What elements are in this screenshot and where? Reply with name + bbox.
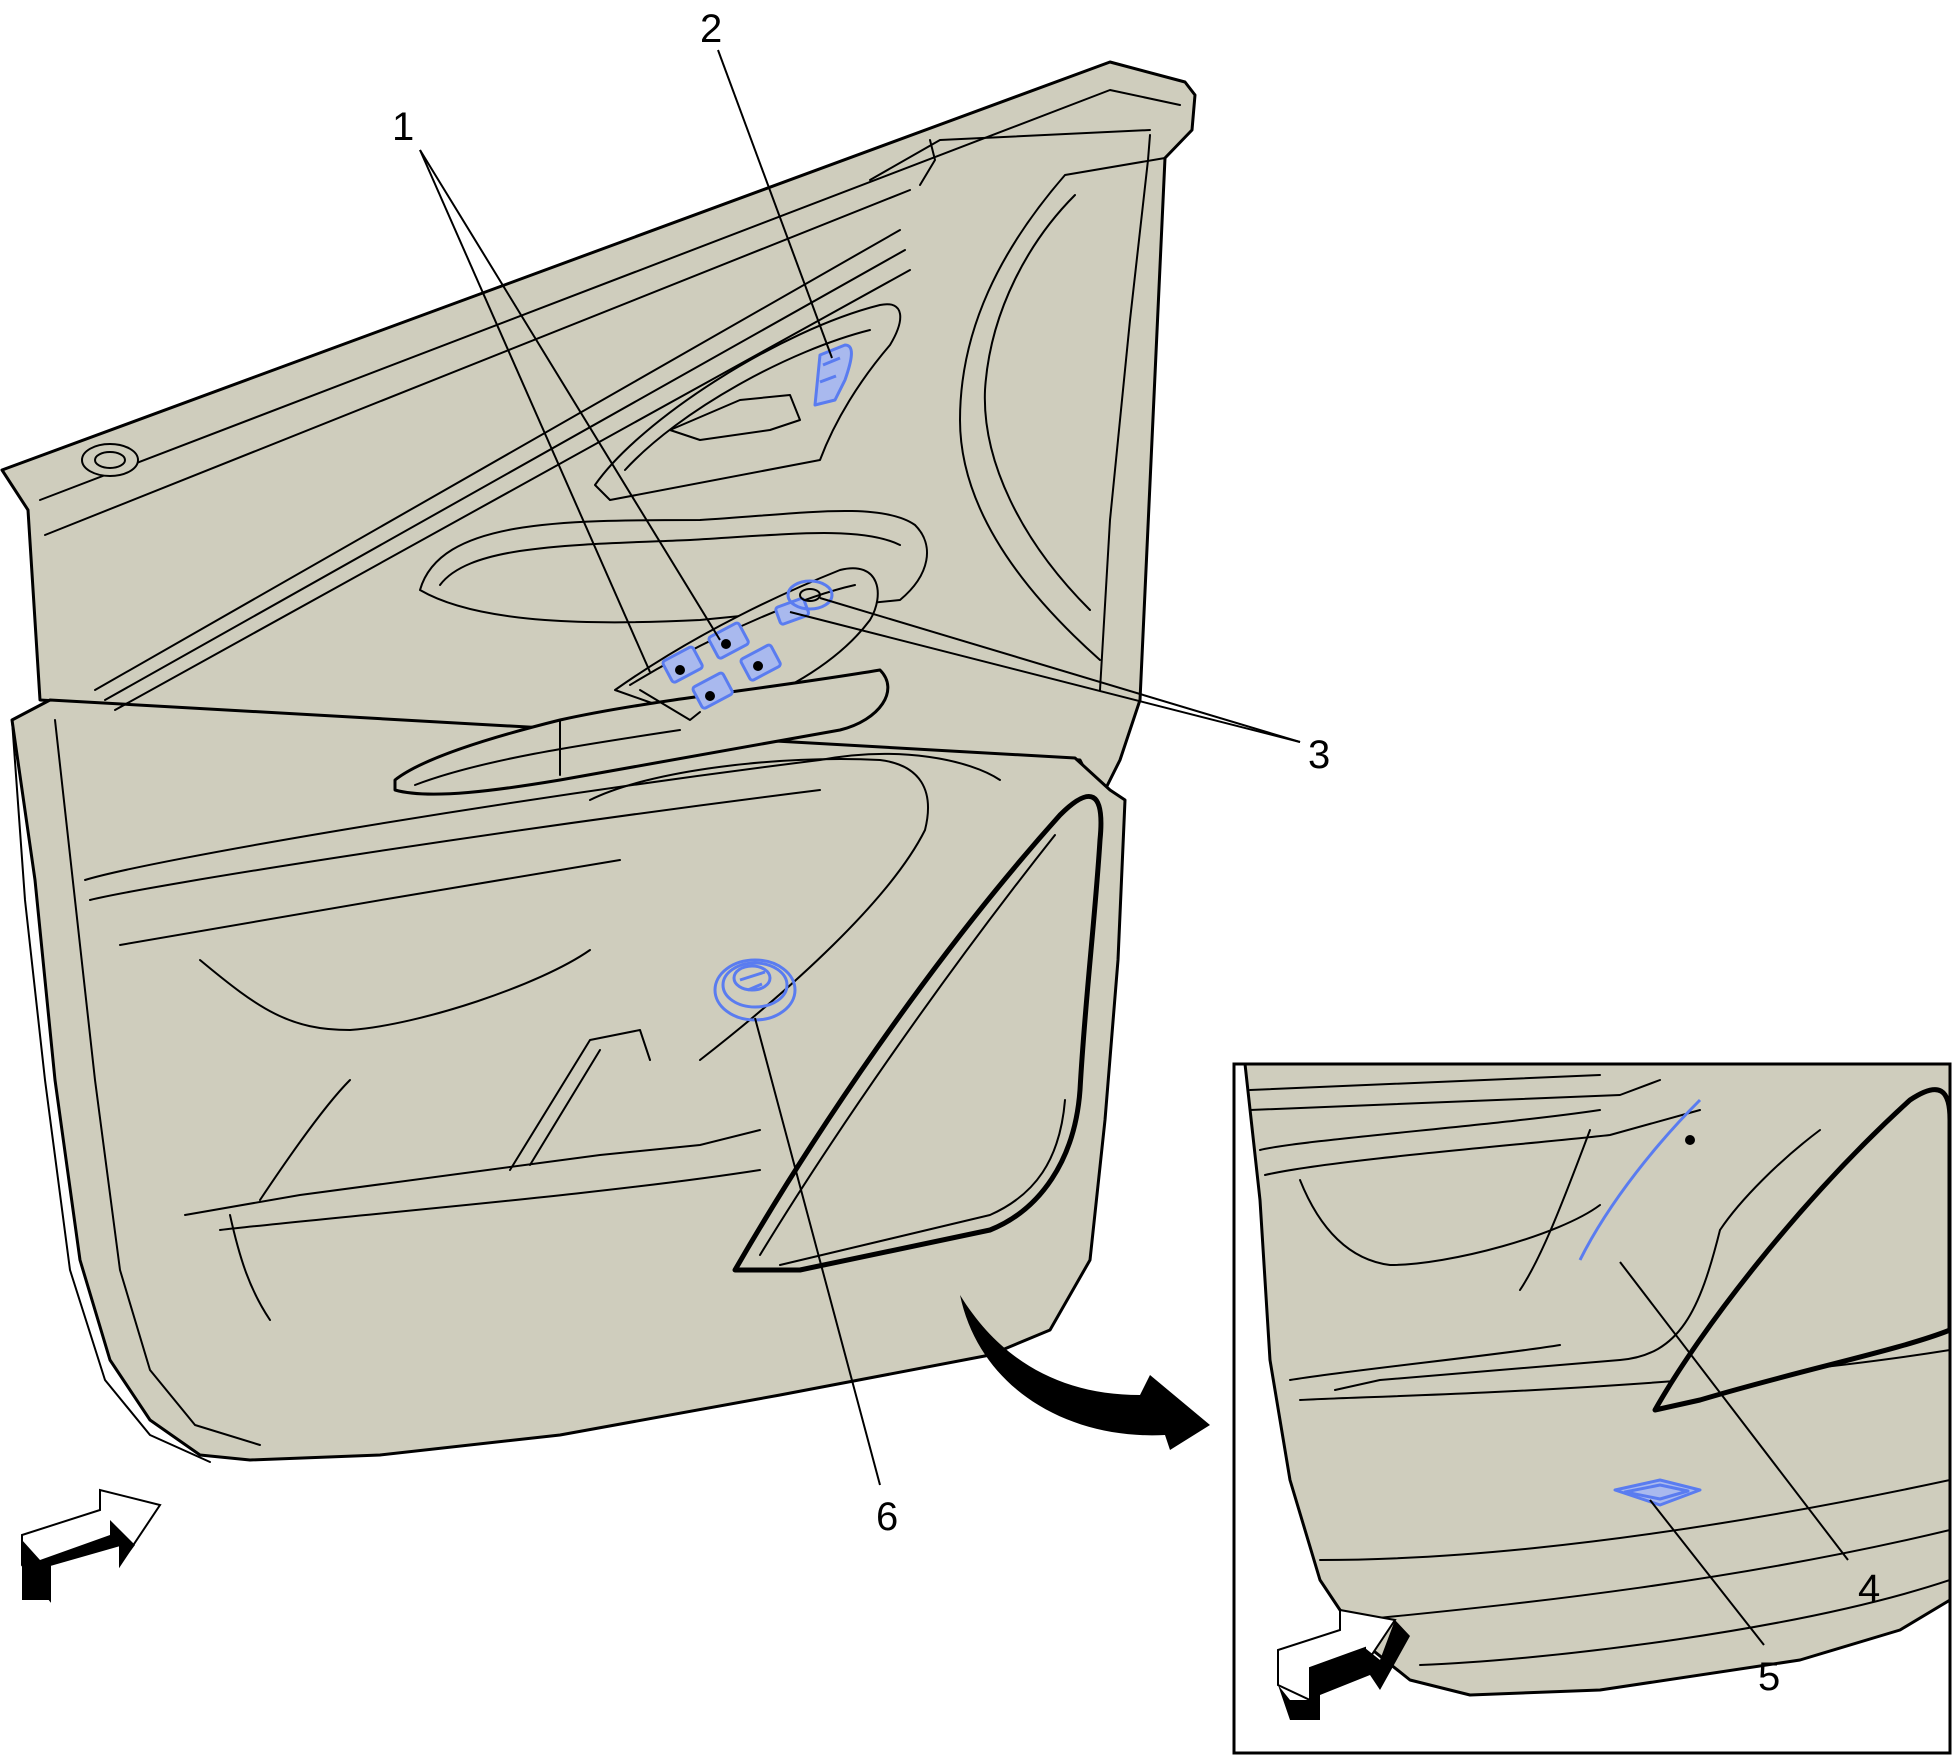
callout-6: 6 [876, 1495, 898, 1539]
window-switch-group-upper [707, 621, 782, 682]
door-trim-panel [0, 60, 1197, 1463]
door-lock-switch [774, 597, 811, 626]
callout-2: 2 [700, 7, 722, 51]
callout-3: 3 [1308, 733, 1330, 777]
switch-bezel-fastener [786, 579, 834, 611]
mounting-hole-top-left [81, 443, 139, 477]
callout-5: 5 [1758, 1655, 1780, 1699]
armrest-pull-cup [393, 668, 890, 796]
upper-trim-section [0, 60, 1197, 802]
inset-courtesy-lamp-lens [1613, 1478, 1702, 1507]
detail-callout-arrow [960, 1295, 1210, 1450]
lower-trim-section [10, 698, 1127, 1462]
window-switch-group-lower [639, 645, 734, 721]
highlighted-parts [639, 343, 853, 1022]
main-view-arrow [21, 1488, 162, 1603]
callout-labels: 1 2 3 4 5 6 [392, 7, 1880, 1699]
callout-4: 4 [1858, 1567, 1880, 1611]
leader-lines [419, 49, 1849, 1646]
callout-1: 1 [392, 105, 414, 149]
detail-inset [1232, 1062, 1952, 1755]
inside-handle-bezel [813, 343, 853, 407]
inset-pull-handle-trim [1578, 1098, 1702, 1261]
